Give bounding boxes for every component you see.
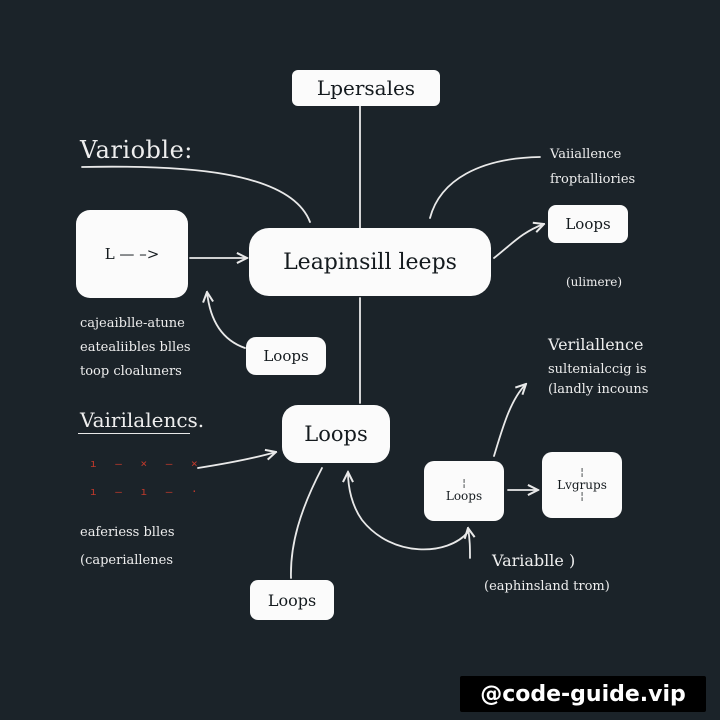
- edge-loops-bottom-up: [290, 467, 323, 579]
- node-loops-bottom-label: Loops: [267, 590, 317, 610]
- node-lvgrups-label: Lvgrups: [557, 478, 607, 492]
- node-loops-left: Loops: [246, 337, 326, 375]
- node-loops-mid-label: Loops: [304, 422, 368, 446]
- edge-variable-bottom-loops-small: [468, 528, 470, 559]
- right-top-line1: Vaiiallence: [550, 147, 622, 162]
- left-bottom-line2: (caperiallenes: [80, 553, 173, 568]
- edge-loops-left-arrowbox: [207, 292, 246, 349]
- edge-center-right-labels: [429, 156, 541, 219]
- watermark: @code-guide.vip: [460, 676, 706, 712]
- variablencs-heading: Vairilalencs.: [80, 408, 205, 432]
- ulimere-label: (ulimere): [566, 275, 623, 289]
- node-lvgrups-tick-bottom: ¦: [580, 491, 584, 502]
- node-top: Lpersales: [292, 70, 440, 106]
- node-loops-small-label: Loops: [445, 489, 483, 503]
- edge-variable-center: [81, 165, 311, 223]
- node-loops-mid: Loops: [282, 405, 390, 463]
- right-mid-heading: Verilallence: [548, 335, 644, 354]
- node-center: Leapinsill leeps: [249, 228, 491, 296]
- variable-bottom-sub: (eaphinsland trom): [484, 579, 610, 594]
- node-loops-small-tick: ¦: [462, 478, 466, 489]
- node-center-label: Leapinsill leeps: [283, 249, 457, 275]
- edge-center-loops-right: [493, 224, 544, 259]
- edge-bottom-loops-mid: [348, 472, 469, 551]
- variablencs-underline: [78, 433, 190, 434]
- node-loops-small: ¦ Loops: [424, 461, 504, 521]
- node-arrow-box-label: L — –>: [104, 245, 160, 263]
- node-loops-right-top-label: Loops: [565, 215, 611, 233]
- left-line3: toop cloaluners: [80, 364, 182, 379]
- red-marks-row1: ı – × – ×: [90, 457, 204, 470]
- node-loops-left-label: Loops: [263, 347, 309, 365]
- left-line2: eatealiibles blles: [80, 340, 191, 355]
- variable-heading: Varioble:: [80, 136, 193, 164]
- left-bottom-line1: eaferiess blles: [80, 525, 175, 540]
- edge-loops-small-labels: [493, 384, 526, 457]
- node-arrow-box: L — –>: [76, 210, 188, 298]
- variable-bottom-label: Variablle ): [492, 551, 576, 570]
- right-mid-line2: (landly incouns: [548, 382, 649, 397]
- node-lvgrups: ¦ Lvgrups ¦: [542, 452, 622, 518]
- edge-variablencs-loops-mid: [197, 452, 276, 469]
- node-lvgrups-tick: ¦: [580, 467, 584, 478]
- node-top-label: Lpersales: [316, 76, 416, 100]
- right-mid-line1: sultenialccig is: [548, 362, 647, 377]
- red-marks-row2: ı – ı – ·: [90, 485, 204, 498]
- node-loops-bottom: Loops: [250, 580, 334, 620]
- right-top-line2: froptalliories: [550, 172, 636, 187]
- left-line1: cajeaiblle-atune: [80, 316, 185, 331]
- node-loops-right-top: Loops: [548, 205, 628, 243]
